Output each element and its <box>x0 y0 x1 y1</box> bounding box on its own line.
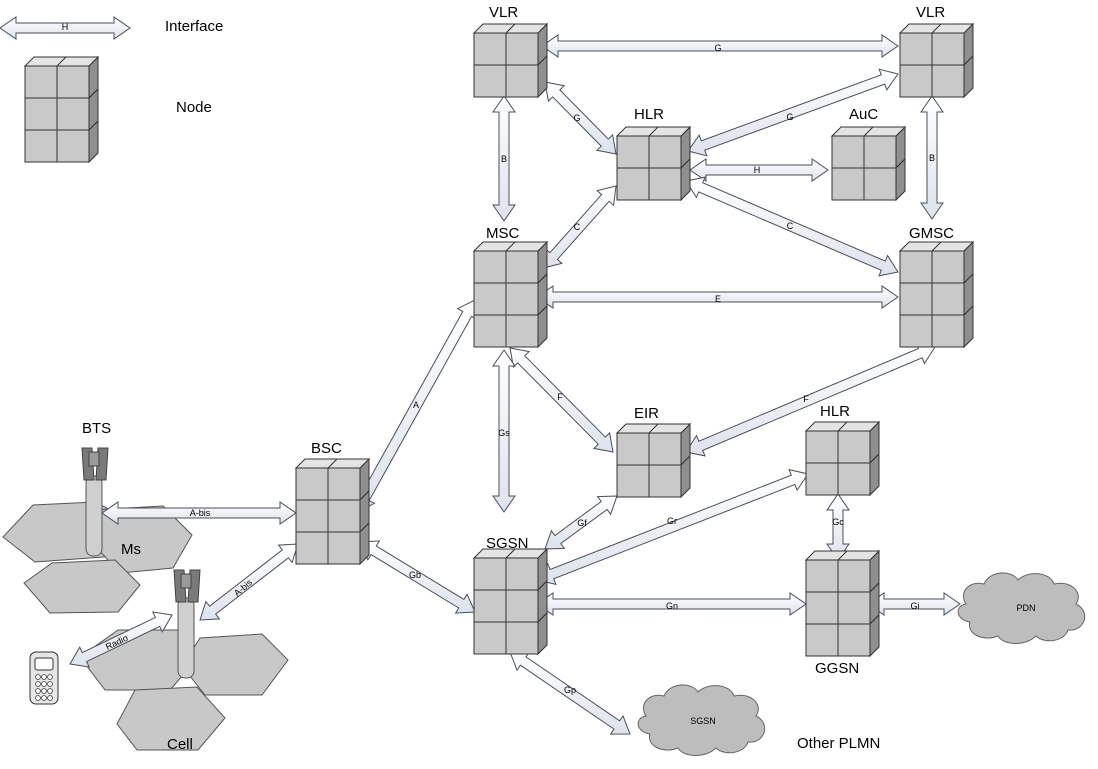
legend-node-shape <box>23 55 100 164</box>
gmsc-node <box>898 240 975 349</box>
link-label-gi: Gi <box>911 601 920 611</box>
link-label-g: G <box>786 112 793 122</box>
eir-label: EIR <box>634 405 659 422</box>
network-nodes <box>294 22 975 658</box>
link-label-gb: Gb <box>409 570 421 580</box>
msc-label: MSC <box>486 225 520 242</box>
g-vlr-vlr-arrow <box>541 34 899 58</box>
gs-msc-sgsn-arrow <box>492 349 516 513</box>
c-msc-hlr-arrow <box>542 185 617 269</box>
bts-antenna-2 <box>173 569 201 679</box>
hlr-2-node <box>804 420 881 497</box>
link-label-gp: Gp <box>564 685 576 695</box>
sgsn-node <box>472 547 549 656</box>
hex-cell <box>181 633 289 696</box>
pdn-label: PDN <box>1016 603 1035 613</box>
h-hlr-auc-arrow <box>689 158 829 182</box>
legend-arrow-shape <box>0 16 131 40</box>
interface-links <box>69 34 961 735</box>
bsc-node <box>294 457 371 566</box>
ggsn-node <box>804 549 881 658</box>
hex-cell <box>23 559 141 614</box>
link-label-f: F <box>803 394 809 404</box>
g-hlr-vlr-arrow <box>687 68 899 157</box>
gi-ggsn-pdn-arrow <box>867 592 961 616</box>
link-label-e: E <box>715 294 721 304</box>
eir-node <box>615 422 692 499</box>
hlr-1-node <box>615 125 692 202</box>
link-label-g: G <box>714 43 721 53</box>
auc-label: AuC <box>849 106 878 123</box>
hex-cell <box>116 686 226 751</box>
mobile-phone-icon <box>29 651 59 705</box>
link-label-gf: Gf <box>577 518 587 528</box>
bsc-label: BSC <box>311 440 342 457</box>
link-label-gc: Gc <box>832 517 844 527</box>
legend-node-text: Node <box>176 99 212 116</box>
bts-antenna-1 <box>81 447 109 557</box>
hlr-1-label: HLR <box>634 106 664 123</box>
vlr-2-node <box>898 22 975 99</box>
gmsc-label: GMSC <box>909 225 954 242</box>
cell-label: Cell <box>167 736 193 753</box>
hlr-2-label: HLR <box>820 403 850 420</box>
link-label-gn: Gn <box>666 601 678 611</box>
link-label-gs: Gs <box>498 428 510 438</box>
link-label-a: A <box>413 400 419 410</box>
other-plmn-label: Other PLMN <box>797 735 880 752</box>
b-vlr-msc-arrow <box>492 95 516 222</box>
ms-label: Ms <box>121 541 141 558</box>
f-msc-eir-arrow <box>509 347 614 453</box>
legend <box>0 16 131 164</box>
legend-node-icon <box>23 55 100 164</box>
link-label-b: B <box>501 154 507 164</box>
vlr-1-label: VLR <box>489 4 518 21</box>
link-label-gr: Gr <box>667 516 677 526</box>
e-msc-gmsc-arrow <box>536 285 899 309</box>
pdn-cloud-icon <box>957 572 1086 644</box>
other-sgsn-label: SGSN <box>690 716 716 726</box>
gc-hlr-ggsn-arrow <box>826 493 850 561</box>
link-label-c: C <box>574 222 581 232</box>
bts-label: BTS <box>82 420 111 437</box>
c-hlr-gmsc-arrow <box>685 176 899 277</box>
g-vlr-hlr-arrow <box>544 81 617 155</box>
ggsn-label: GGSN <box>815 660 859 677</box>
link-label-h: H <box>754 165 761 175</box>
msc-node <box>472 240 549 349</box>
b-vlr-gmsc-arrow <box>920 95 944 220</box>
radio-arrow <box>69 611 173 668</box>
other-sgsn-cloud-icon <box>637 684 766 756</box>
vlr-2-label: VLR <box>916 4 945 21</box>
legend-interface-text: Interface <box>165 18 223 35</box>
sgsn-label: SGSN <box>486 535 529 552</box>
gp-sgsn-other-arrow <box>509 651 631 735</box>
link-label-b: B <box>929 153 935 163</box>
legend-interface-sample-label: H <box>62 22 69 32</box>
auc-node <box>830 125 907 202</box>
link-label-f: F <box>557 392 563 402</box>
link-label-g: G <box>573 113 580 123</box>
legend-interface-arrow <box>0 16 131 40</box>
link-label-c: C <box>787 221 794 231</box>
link-label-abis: A-bis <box>190 508 211 518</box>
vlr-1-node <box>472 22 549 99</box>
